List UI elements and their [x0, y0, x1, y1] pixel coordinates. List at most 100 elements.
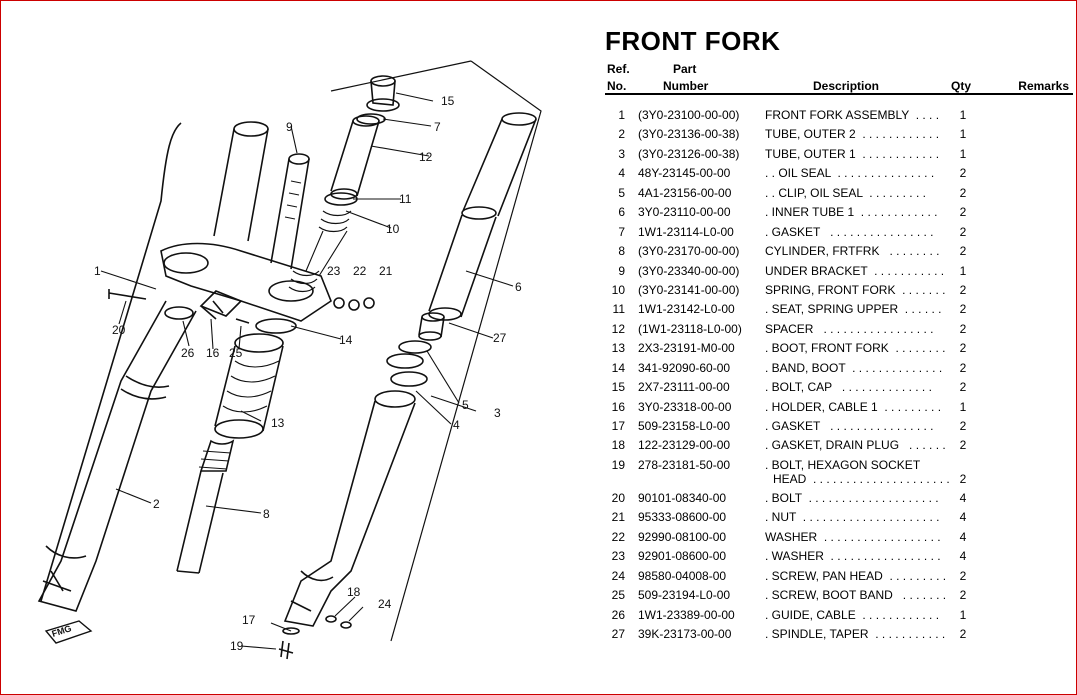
part-description: CYLINDER, FRTFRK . . . . . . . . — [765, 244, 940, 259]
part-qty: 2 — [959, 205, 967, 220]
part-number: 3Y0-23318-00-00 — [638, 399, 732, 414]
gasket-drain-18 — [325, 615, 337, 623]
part-qty: 2 — [959, 282, 967, 297]
table-row: 3(3Y0-23126-00-38)TUBE, OUTER 1 . . . . … — [605, 145, 1073, 164]
part-number: (3Y0-23141-00-00) — [638, 282, 740, 297]
table-row: 16 3Y0-23318-00-00 . HOLDER, CABLE 1 . . .… — [605, 398, 1073, 417]
callout-17: 17 — [242, 613, 256, 627]
fork-cylinder — [176, 439, 235, 574]
part-number: 92901-08600-00 — [638, 549, 727, 564]
header-number: Number — [663, 79, 709, 93]
callout-11: 11 — [399, 192, 412, 206]
part-qty: 2 — [959, 341, 967, 356]
parts-list: FRONT FORK Ref. No. Part Number Descript… — [605, 23, 1073, 644]
part-number: 3Y0-23110-00-00 — [638, 205, 731, 220]
callout-13: 13 — [271, 416, 285, 430]
ref-number: 25 — [611, 588, 625, 603]
part-number: (3Y0-23170-00-00) — [638, 244, 740, 259]
ref-number: 23 — [611, 549, 625, 564]
part-description: . BAND, BOOT . . . . . . . . . . . . . . — [765, 360, 943, 375]
callout-6: 6 — [515, 280, 522, 294]
part-number: 1W1-23142-L0-00 — [638, 302, 735, 317]
part-number: 1W1-23114-L0-00 — [638, 224, 734, 239]
part-number: 90101-08340-00 — [638, 490, 727, 505]
cap-bolt-15 — [366, 75, 400, 112]
callout-26: 26 — [181, 346, 195, 360]
header-part: Part — [673, 62, 697, 76]
part-number: (3Y0-23340-00-00) — [638, 263, 740, 278]
ref-number: 8 — [618, 244, 625, 259]
callout-21: 21 — [379, 264, 393, 278]
ref-number: 14 — [611, 360, 625, 375]
part-number: 341-92090-60-00 — [638, 360, 731, 375]
ref-number: 22 — [611, 529, 625, 544]
part-qty: 2 — [959, 626, 967, 641]
part-description: . BOLT, HEXAGON SOCKET — [765, 457, 921, 472]
part-description: SPACER . . . . . . . . . . . . . . . . . — [765, 321, 934, 336]
page-title: FRONT FORK — [605, 26, 781, 56]
ref-number: 12 — [611, 321, 625, 336]
part-description: FRONT FORK ASSEMBLY . . . . — [765, 108, 940, 122]
part-qty: 1 — [959, 146, 967, 161]
part-qty: 4 — [959, 549, 967, 564]
part-description: . BOLT, CAP . . . . . . . . . . . . . . — [765, 380, 932, 395]
part-number: 1W1-23389-00-00 — [638, 607, 735, 622]
part-description: UNDER BRACKET . . . . . . . . . . . — [765, 263, 945, 278]
exploded-diagram: 1 2 3 4 5 6 7 8 9 10 11 12 13 14 15 16 1… — [1, 1, 591, 694]
callout-5: 5 — [462, 398, 469, 412]
callout-18: 18 — [347, 585, 361, 599]
part-description-continued: HEAD . . . . . . . . . . . . . . . . . .… — [773, 471, 950, 486]
part-description: . SEAT, SPRING UPPER . . . . . . — [765, 302, 942, 317]
ref-number: 16 — [611, 399, 625, 414]
part-qty: 2 — [959, 302, 967, 317]
part-number: 278-23181-50-00 — [638, 457, 731, 472]
ref-number: 21 — [611, 510, 625, 525]
washer-23 — [333, 297, 345, 309]
callout-20: 20 — [112, 323, 126, 337]
part-description: . HOLDER, CABLE 1 . . . . . . . . . — [765, 399, 942, 414]
spacer-12 — [330, 115, 380, 200]
part-qty: 2 — [959, 360, 967, 375]
part-number: (3Y0-23126-00-38) — [638, 146, 740, 161]
part-qty: 2 — [959, 568, 967, 583]
ref-number: 24 — [611, 568, 625, 583]
callout-1: 1 — [94, 264, 101, 278]
callout-27: 27 — [493, 331, 507, 345]
ref-number: 19 — [611, 457, 625, 472]
callout-25: 25 — [229, 346, 243, 360]
part-qty: 2 — [959, 224, 967, 239]
part-number: (3Y0-23100-00-00) — [638, 108, 740, 122]
front-fork-drawing: 1 2 3 4 5 6 7 8 9 10 11 12 13 14 15 16 1… — [37, 60, 542, 660]
part-qty: 1 — [959, 607, 967, 622]
assembly-boundary-line — [390, 60, 542, 642]
table-row: 8 (3Y0-23170-00-00) CYLINDER, FRTFRK . . .… — [605, 242, 1073, 261]
under-bracket — [160, 153, 332, 322]
header-no: No. — [607, 79, 627, 93]
callout-9: 9 — [286, 120, 293, 134]
part-qty: 4 — [959, 529, 967, 544]
part-number: 48Y-23145-00-00 — [638, 166, 731, 181]
part-qty: 2 — [959, 166, 967, 181]
part-number: 2X3-23191-M0-00 — [638, 341, 735, 356]
ref-number: 11 — [612, 302, 625, 317]
ref-number: 26 — [611, 607, 625, 622]
part-qty: 2 — [959, 321, 967, 336]
header-remarks: Remarks — [1018, 79, 1069, 93]
part-qty: 2 — [959, 419, 967, 433]
ref-number: 6 — [618, 205, 625, 220]
part-description: TUBE, OUTER 2 . . . . . . . . . . . . — [765, 127, 940, 142]
leader-lines — [100, 92, 514, 650]
left-inner-tube — [213, 121, 269, 242]
ref-number: 2 — [618, 127, 625, 142]
table-header: Ref. No. Part Number Description Qty Rem… — [605, 59, 1073, 95]
ref-number: 4 — [618, 166, 625, 181]
gasket-17 — [282, 627, 300, 635]
